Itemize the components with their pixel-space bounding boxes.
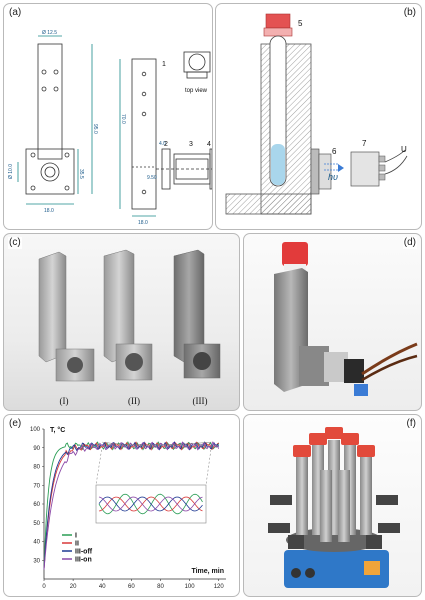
callout-7: 7 [362,139,367,148]
red-caps [293,427,375,457]
caption-iii: (III) [192,396,208,406]
block-ii [103,249,153,381]
callout-3: 3 [189,141,193,148]
reactor-photos [38,249,221,382]
panel-e-label: (e) [8,418,23,430]
dim-bottom-right: 18.0 [138,220,148,226]
y-tick-label: 100 [30,427,41,433]
block-side-view [131,58,157,210]
inset-brace [102,441,212,446]
hv-label: hυ [328,172,338,182]
callout-6: 6 [332,147,337,156]
x-tick-label: 40 [99,584,106,590]
part-4 [209,148,212,190]
red-cap [265,13,291,29]
y-tick-label: 80 [33,465,40,471]
x-tick-label: 100 [185,584,196,590]
inset-line-iii-off [98,496,203,512]
caption-i: (I) [59,396,69,406]
panel-b-label: (b) [402,7,417,19]
dim-bottom-left: 18.0 [44,208,54,214]
block-iii [173,249,221,379]
y-tick-label: 30 [33,558,40,564]
x-tick-label: 0 [42,584,46,590]
x-axis-label: Time, min [191,568,224,575]
technical-drawing: Ø 12.5 95.0 35.5 Ø 10.0 18.0 70.0 18.0 4… [8,30,212,226]
u-label: U [401,145,407,154]
panel-a-label: (a) [8,7,23,19]
inset-line-ii [98,496,203,512]
y-tick-label: 50 [33,521,40,527]
dim-bore: Ø 10.0 [8,164,14,179]
block-flange [25,148,75,195]
dim-overall-height: 95.0 [92,124,98,134]
block-i [38,251,95,382]
y-tick-label: 40 [33,540,40,546]
callout-1: 1 [162,61,166,68]
top-view-label: top view [185,88,208,94]
panel-f-label: (f) [405,418,417,430]
reactor-columns [296,440,372,542]
callout-2: 2 [164,141,168,148]
dim-small: 9.50 [147,175,157,181]
dim-offset: 4.0 [159,141,166,147]
x-tick-label: 80 [157,584,164,590]
panel-e: (e) 0 20 40 60 80 100 120 30 40 50 60 70 80 90 100 T, °… [3,414,240,597]
multi-reactor-photo [268,427,400,588]
panel-f: (f) [243,414,422,597]
inset-connector-left [95,445,103,486]
panel-c: (c) (I) (II) (III) [3,233,240,411]
panel-b: (b) 5 6 7 hυ U [215,3,422,230]
inset-connector-right [205,445,212,486]
temperature-chart: 0 20 40 60 80 100 120 30 40 50 60 70 80 90 100 T, °C Tim… [30,426,226,590]
top-view-outline [183,51,211,73]
y-tick-label: 90 [33,446,40,452]
block-front-view [37,43,63,160]
dim-mid-height: 35.5 [78,169,84,179]
legend-label-ii: II [75,541,79,548]
liquid [271,144,285,185]
assembled-reactor-photo [274,242,418,396]
dim-flange-height: 70.0 [120,114,126,124]
panel-d: (d) [243,233,422,411]
stirrer-base [284,550,389,588]
x-tick-label: 120 [214,584,225,590]
legend-label-iii-on: III-on [75,557,92,564]
panel-a: (a) [3,3,213,230]
callout-5: 5 [298,19,303,28]
inset-line-iii-on [98,496,203,512]
x-tick-label: 20 [70,584,77,590]
caption-ii: (II) [128,396,140,406]
panel-d-label: (d) [402,237,417,249]
dim-top-width: Ø 12.5 [42,30,57,36]
x-tick-label: 60 [128,584,135,590]
y-tick-label: 60 [33,502,40,508]
bore-circle [40,162,60,182]
led-icon [338,164,344,172]
y-axis-label: T, °C [50,426,65,434]
legend-label-i: I [75,533,77,540]
series-line-iii-on [43,441,220,570]
led-module [350,151,380,187]
panel-c-label: (c) [8,237,22,249]
legend-label-iii-off: III-off [75,549,93,556]
callout-4: 4 [207,141,211,148]
red-cap-photo [282,242,308,266]
y-tick-label: 70 [33,483,40,489]
setup-schematic: 5 6 7 hυ U [225,13,408,215]
